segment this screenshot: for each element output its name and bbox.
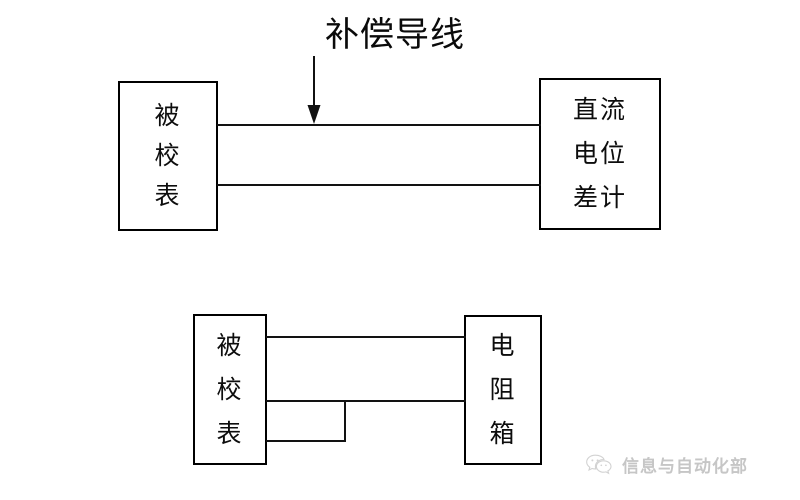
wechat-icon — [586, 454, 612, 474]
block-label-line: 直流 — [572, 95, 627, 124]
block-label-line: 阻 — [489, 375, 517, 404]
wire-lead-middle — [266, 400, 466, 402]
block-meter-under-calibration-bottom[interactable]: 被 校 表 — [193, 314, 267, 465]
block-meter-under-calibration-top[interactable]: 被 校 表 — [118, 81, 218, 231]
watermark-text: 信息与自动化部 — [622, 457, 748, 477]
wire-compensating-lower — [217, 184, 541, 186]
block-dc-potentiometer[interactable]: 直流 电位 差计 — [539, 78, 661, 230]
watermark: 信息与自动化部 — [586, 452, 748, 477]
block-resistance-box[interactable]: 电 阻 箱 — [464, 315, 542, 465]
block-label-line: 被 — [154, 101, 182, 130]
block-label-line: 电 — [489, 331, 517, 360]
callout-label-compensating-wire: 补偿导线 — [325, 15, 465, 55]
block-label-line: 表 — [154, 181, 182, 210]
wire-lead-bottom — [266, 440, 346, 442]
wire-lead-top — [266, 336, 466, 338]
block-label-line: 表 — [216, 418, 244, 448]
block-label-line: 校 — [216, 374, 244, 404]
block-label-line: 电位 — [572, 139, 627, 168]
block-label-line: 被 — [216, 330, 244, 360]
block-label-line: 差计 — [572, 183, 627, 212]
block-label-line: 箱 — [489, 419, 517, 448]
block-label-line: 校 — [154, 141, 182, 170]
wire-short-link — [344, 400, 346, 442]
wire-compensating-upper — [217, 124, 541, 126]
down-arrow-icon — [307, 56, 321, 124]
